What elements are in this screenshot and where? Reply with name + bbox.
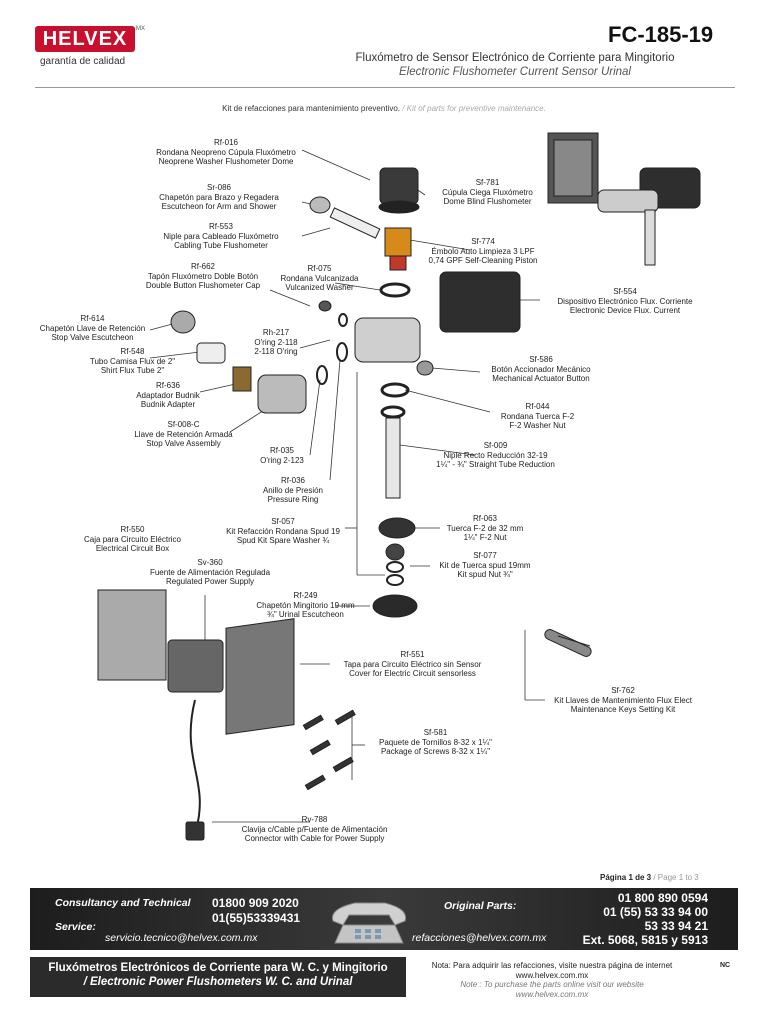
header-divider xyxy=(35,87,735,88)
service-email[interactable]: servicio.tecnico@helvex.com.mx xyxy=(105,932,258,944)
service-phone-2[interactable]: 01(55)53339431 xyxy=(212,911,301,925)
parts-phone-1[interactable]: 01 800 890 0594 xyxy=(617,891,708,905)
title-english: Electronic Flushometer Current Sensor Ur… xyxy=(398,66,631,78)
parts-phone-ext[interactable]: Ext. 5068, 5815 y 5913 xyxy=(582,933,708,947)
title-spanish: Fluxómetro de Sensor Electrónico de Corr… xyxy=(355,52,675,64)
telephone-icon xyxy=(331,902,407,944)
product-line-english: / Electronic Power Flushometers W. C. an… xyxy=(83,976,353,988)
kit-caption: Kit de refacciones para mantenimiento pr… xyxy=(222,104,546,113)
product-line-spanish: Fluxómetros Electrónicos de Corriente pa… xyxy=(48,962,388,974)
model-code: FC-185-19 xyxy=(608,22,714,47)
exploded-diagram xyxy=(97,132,701,841)
nc-mark: NC xyxy=(720,962,731,969)
parts-phone-2[interactable]: 01 (55) 53 33 94 00 xyxy=(603,905,708,919)
product-banner xyxy=(30,957,406,997)
helvex-logo: HELVEX xyxy=(35,26,135,52)
logo-mark: MX xyxy=(136,26,145,32)
page-number: Página 1 de 3 / Page 1 to 3 xyxy=(600,873,699,882)
tagline: garantía de calidad xyxy=(40,56,126,67)
website-link[interactable]: www.helvex.com.mx xyxy=(515,970,589,980)
original-parts-label: Original Parts: xyxy=(444,900,517,912)
purchase-note: Nota: Para adquirir las refacciones, vis… xyxy=(412,961,692,999)
service-label: Service: xyxy=(55,921,96,933)
consultancy-label: Consultancy and Technical xyxy=(55,897,191,909)
parts-phone-3[interactable]: 53 33 94 21 xyxy=(644,919,708,933)
website-link-en[interactable]: www.helvex.com.mx xyxy=(515,989,589,999)
service-phone-1[interactable]: 01800 909 2020 xyxy=(212,896,299,910)
parts-email[interactable]: refacciones@helvex.com.mx xyxy=(412,932,547,944)
